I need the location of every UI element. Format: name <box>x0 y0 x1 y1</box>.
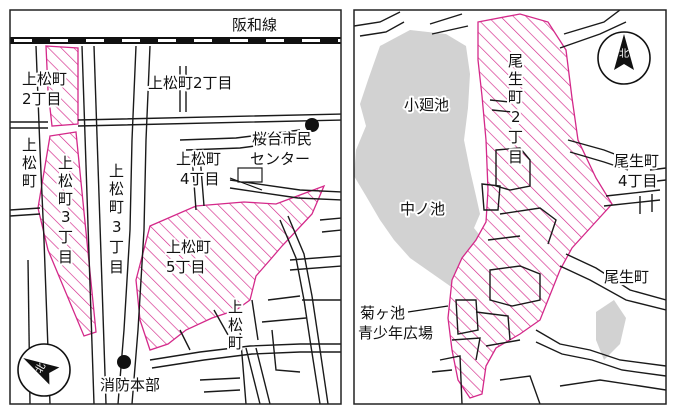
label-civic-center-1: 桜台市民 <box>252 130 312 148</box>
railway-dash <box>50 39 68 42</box>
building-block <box>237 167 263 183</box>
pond-komawari <box>354 30 492 286</box>
compass-icon: 北 <box>597 31 651 85</box>
pond-small <box>596 300 626 360</box>
label-fire-hq: 消防本部 <box>100 376 160 394</box>
label-oiki-4chome-1: 尾生町 <box>614 152 659 170</box>
svg-text:目: 目 <box>109 258 124 276</box>
railway-dash <box>122 39 140 42</box>
railway-dash <box>338 39 341 42</box>
railway-hanwa-line <box>10 37 341 44</box>
label-civic-center-2: センター <box>250 150 310 168</box>
svg-text:尾: 尾 <box>508 52 523 70</box>
roads-right <box>354 10 666 404</box>
svg-text:松: 松 <box>228 316 243 334</box>
ponds <box>354 30 626 360</box>
label-kamimatsu-4chome-2: 4丁目 <box>180 170 220 188</box>
fire-hq-marker <box>117 355 131 369</box>
svg-text:生: 生 <box>508 70 523 88</box>
label-kamimatsu-lower: 上 松 町 <box>226 296 245 354</box>
svg-text:上: 上 <box>228 298 243 316</box>
svg-text:2: 2 <box>511 108 521 126</box>
label-oiki-2chome: 尾 生 町 2 丁 目 <box>506 50 525 168</box>
railway-dash <box>194 39 212 42</box>
svg-text:上: 上 <box>58 154 73 172</box>
svg-text:町: 町 <box>58 190 73 208</box>
label-oiki-4chome-2: 4丁目 <box>618 172 658 190</box>
svg-text:松: 松 <box>58 172 73 190</box>
svg-text:町: 町 <box>22 172 37 190</box>
label-kamimatsu-2chome-upper: 上松町2丁目 <box>148 74 233 92</box>
label-kamimatsu-3chome-a: 上 松 町 3 丁 目 <box>56 152 75 268</box>
railway-dash <box>158 39 176 42</box>
svg-text:町: 町 <box>228 334 243 352</box>
railway-dash <box>14 39 32 42</box>
label-naka-pond: 中ノ池 <box>400 200 445 218</box>
railway-dash <box>302 39 320 42</box>
label-kikugaike-2: 青少年広場 <box>358 324 433 342</box>
svg-text:松: 松 <box>22 154 37 172</box>
label-hanwa-line: 阪和線 <box>232 16 277 34</box>
label-kikugaike-1: 菊ヶ池 <box>360 304 405 322</box>
label-kamimatsu-5chome-1: 上松町 <box>166 238 211 256</box>
right-map: 小廻池 中ノ池 尾 生 町 2 丁 目 尾生町 4丁目 尾生町 菊ヶ池 青少年広… <box>354 10 666 404</box>
hatched-areas-left <box>37 45 326 351</box>
svg-text:3: 3 <box>112 218 122 236</box>
civic-center-marker <box>305 118 319 132</box>
railway-dash <box>230 39 248 42</box>
svg-text:町: 町 <box>508 88 523 106</box>
left-map-frame <box>9 9 342 405</box>
label-kamimatsu-4chome-1: 上松町 <box>176 150 221 168</box>
right-map-frame <box>353 9 667 405</box>
svg-text:丁: 丁 <box>109 238 124 256</box>
railway-dash <box>266 39 284 42</box>
area-kamimatsu-5chome <box>135 184 326 351</box>
railway-dash <box>86 39 104 42</box>
area-oiki-2chome <box>447 13 613 399</box>
label-komawari-pond: 小廻池 <box>404 96 449 114</box>
svg-text:目: 目 <box>58 248 73 266</box>
svg-text:目: 目 <box>508 148 523 166</box>
leader-line-4chome <box>229 177 263 191</box>
svg-text:松: 松 <box>109 180 124 198</box>
label-kamimatsu-3chome-b: 上 松 町 3 丁 目 <box>107 160 126 278</box>
svg-text:北: 北 <box>619 48 629 60</box>
svg-text:丁: 丁 <box>58 228 73 246</box>
label-kamimatsu-2chome-left-1: 上松町 <box>22 70 67 88</box>
left-map: 阪和線 上松町2丁目 上松町 2丁目 上 松 町 上 松 町 3 丁 目 上 松… <box>10 10 341 404</box>
label-kamimatsu-left: 上 松 町 <box>20 134 39 192</box>
svg-text:3: 3 <box>61 208 71 226</box>
label-kamimatsu-2chome-left-2: 2丁目 <box>22 90 62 108</box>
area-kamimatsu-2chome <box>45 45 79 127</box>
label-kamimatsu-5chome-2: 5丁目 <box>166 258 206 276</box>
svg-text:町: 町 <box>109 198 124 216</box>
svg-text:上: 上 <box>109 162 124 180</box>
label-oiki: 尾生町 <box>604 268 649 286</box>
leader-line-kikugaike <box>407 305 449 313</box>
svg-text:上: 上 <box>22 136 37 154</box>
svg-text:丁: 丁 <box>508 128 523 146</box>
compass-icon: 北 <box>17 343 71 397</box>
roads-left <box>10 45 341 404</box>
